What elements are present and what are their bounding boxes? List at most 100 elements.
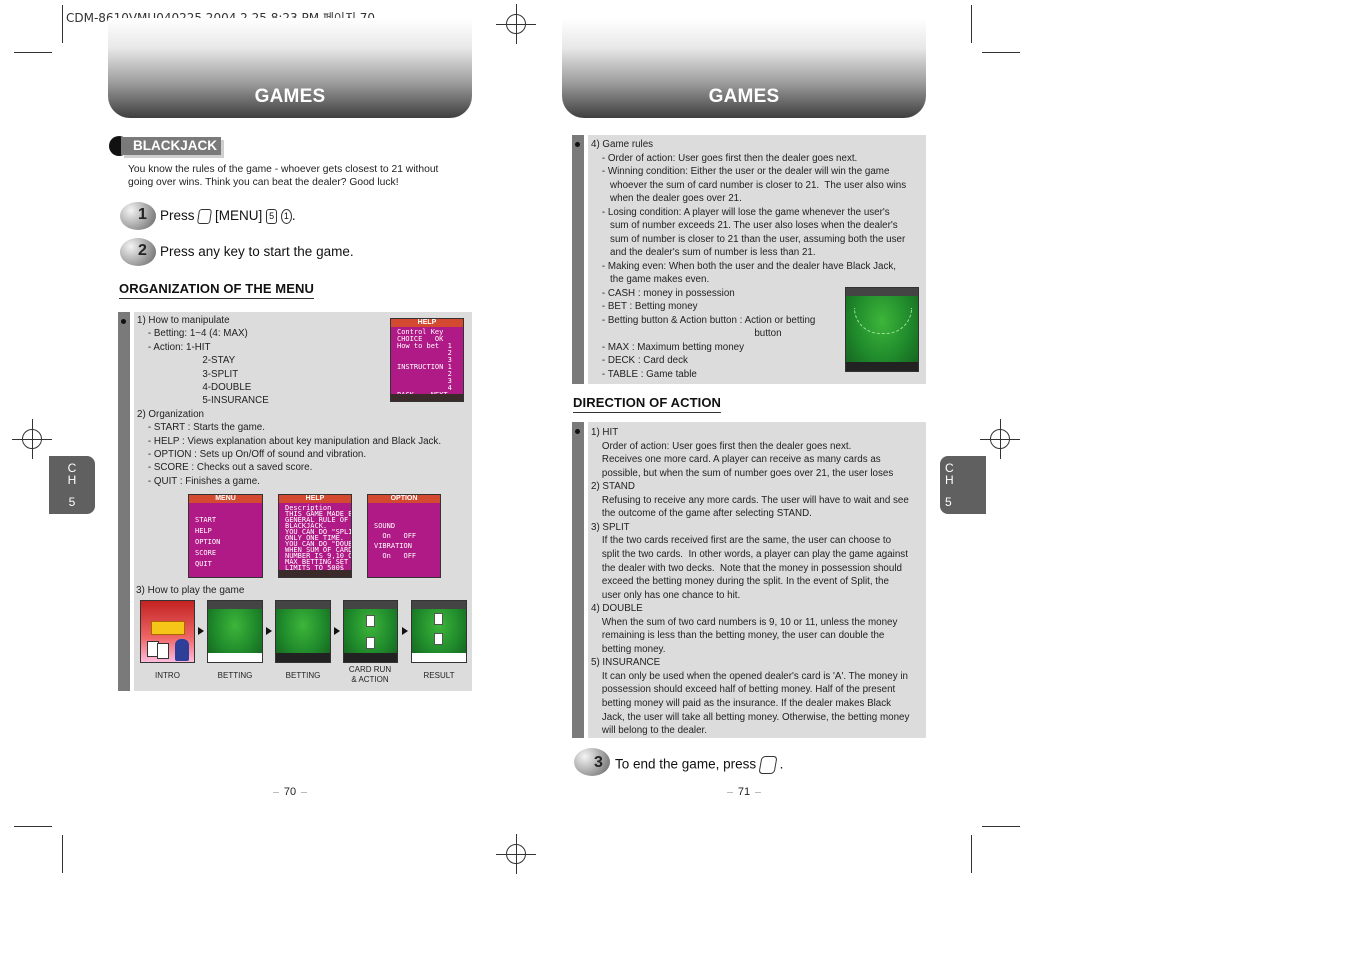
bullet-dot [121,319,126,324]
bullet-dot [575,142,580,147]
org-line: - Action: 1-HIT [137,341,211,353]
org-line: 4-DOUBLE [137,382,252,393]
direction-line: possession should exceed half of betting… [591,684,896,696]
direction-line: 5) INSURANCE [591,657,661,669]
crop-mark [14,52,52,53]
org-line: - OPTION : Sets up On/Off of sound and v… [137,449,367,460]
right-page-number: 71 [727,782,761,804]
step-badge-icon [120,202,156,230]
registration-mark [12,419,52,459]
step-2: 2 Press any key to start the game. [120,238,420,268]
screen-line: BLACKJACK. [285,522,328,530]
rules-line: - Making even: When both the user and th… [591,260,896,272]
registration-mark [496,4,536,44]
rules-line: 4) Game rules [591,139,654,150]
badge-bar [121,137,221,155]
intro-screen-image [140,600,195,663]
rules-line: - Winning condition: Either the user or … [591,166,890,177]
step-number: 3 [594,754,603,771]
play-caption: INTRO [155,671,180,680]
crop-mark [971,5,972,43]
right-header-title: GAMES [708,86,780,107]
menu-key-label: [MENU] [215,208,263,223]
screen-line: 2 [397,370,452,378]
screen-line: INSTRUCTION 1 [397,363,452,371]
org-line: - START : Starts the game. [137,422,265,434]
card-run-screen-image [343,600,398,663]
play-caption: BETTING [285,671,321,680]
org-title: ORGANIZATION OF THE MENU [119,281,314,299]
screen-footer [391,394,463,401]
screen-line: 2 [397,349,452,357]
screen-line: 3 [397,356,452,364]
direction-line: Refusing to receive any more cards. The … [591,494,909,506]
option-line: On OFF [374,532,417,540]
intro-logo [151,621,185,635]
org-line: - QUIT : Finishes a game. [137,475,260,487]
table-arc [854,308,912,334]
option-line: SOUND [374,522,396,530]
left-header: GAMES [108,18,472,118]
rules-line: whoever the sum of card number is closer… [591,179,907,191]
screen-title: HELP [279,495,351,503]
step-3: 3 To end the game, press . [574,748,904,778]
direction-title: DIRECTION OF ACTION [573,395,722,413]
chapter-tab-number: 5 [68,495,76,509]
direction-line: the dealer with two decks. Note that the… [591,562,902,574]
screen-title: MENU [189,495,262,503]
direction-line: 4) DOUBLE [591,603,643,615]
left-header-title: GAMES [254,86,326,107]
registration-mark [496,834,536,874]
step-label: Press [MENU] 5 1. [160,208,296,224]
screen-line: MAX BETTING SET [285,558,349,566]
play-caption: CARD RUN & ACTION [348,665,392,684]
rules-line: - Betting button & Action button : Actio… [591,314,816,326]
game-table-screen-image [845,287,919,372]
side-bar [572,135,584,384]
key-1-icon: 1 [280,208,292,224]
org-line: 3-SPLIT [137,368,239,380]
section-badge: BLACKJACK [109,136,223,156]
org-line: 2-STAY [137,355,236,367]
direction-line: user only has one chance to hit. [591,589,741,601]
left-chapter-tab: C H 5 [49,456,95,514]
rules-line: - Order of action: User goes first then … [591,152,858,164]
step-text: Press [160,208,195,223]
direction-line: When the sum of two card numbers is 9, 1… [591,616,898,628]
screen-line: Description [285,504,332,512]
chapter-tab-letter: H [945,473,954,487]
screen-line: NUMBER IS 9,10 OR 11 [285,552,351,560]
screen-line: LIMITS TO 500$ [285,564,345,572]
end-key-icon [758,756,778,774]
direction-line: split the two cards. In other words, a p… [591,548,908,560]
screen-line: Control Key [397,328,444,336]
registration-mark [980,419,1020,459]
intro-line: going over wins. Think you can beat the … [128,177,399,188]
rules-line: and the dealer's sum of number is less t… [591,247,816,258]
rules-line: - DECK : Card deck [591,355,688,366]
step-period: . [291,208,296,223]
direction-line: possible, but when the sum of number goe… [591,467,894,479]
direction-line: exceed the betting money during the spli… [591,576,889,588]
org-line: 5-INSURANCE [137,395,269,407]
screen-title: HELP [391,319,463,327]
menu-option: QUIT [195,560,212,568]
betting-screen-image [207,600,263,663]
screen-line: GENERAL RULE OF [285,516,349,524]
intro-dealer-figure [175,639,189,661]
rules-line: - TABLE : Game table [591,368,697,380]
rules-line: - Losing condition: A player will lose t… [591,206,890,218]
arrow-icon [334,627,340,635]
menu-option: SCORE [195,549,217,557]
step-number: 2 [138,242,147,259]
screen-line: YOU CAN DO "DOUBLE" [285,540,351,548]
chapter-tab-letter: C [945,461,954,475]
screen-title: OPTION [368,495,440,503]
step-label: Press any key to start the game. [160,244,354,259]
screen-line: CHOICE OK [397,335,444,343]
org-line: - HELP : Views explanation about key man… [137,435,442,447]
menu-option: OPTION [195,538,221,546]
direction-line: If the two cards received first are the … [591,535,892,547]
